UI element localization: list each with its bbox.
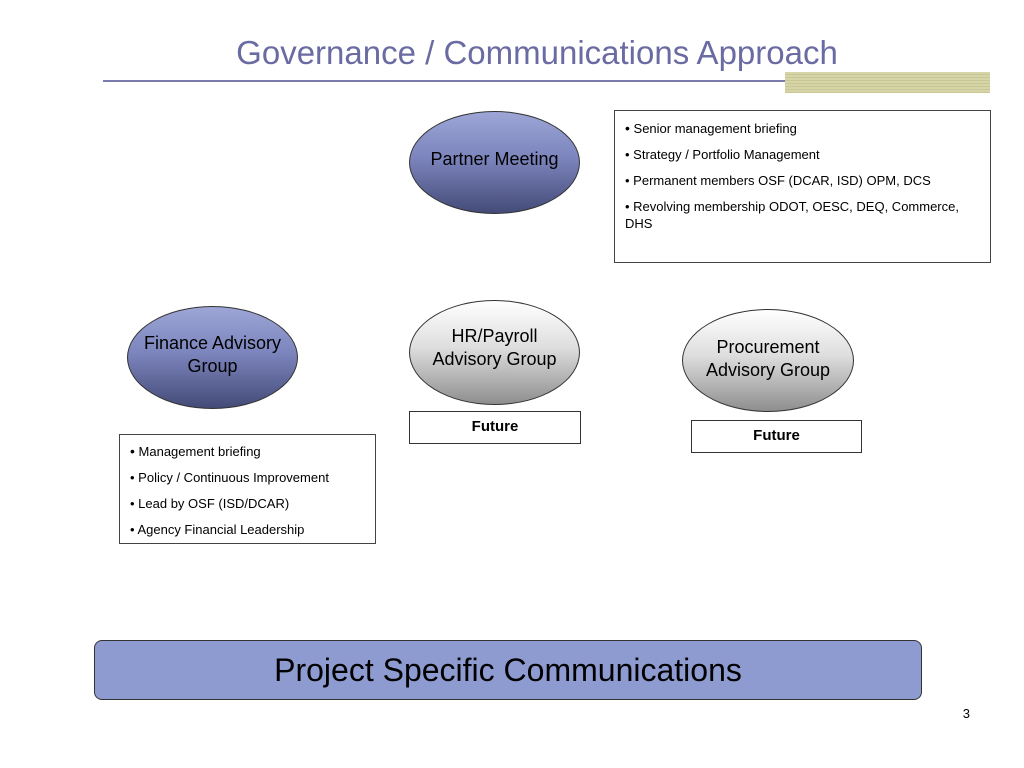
procurement-future-box: Future <box>691 420 862 453</box>
project-specific-communications-banner: Project Specific Communications <box>94 640 922 700</box>
list-item: • Agency Financial Leadership <box>130 522 305 537</box>
hr-payroll-future-box: Future <box>409 411 581 444</box>
list-item: • Senior management briefing <box>625 120 797 136</box>
procurement-advisory-node: Procurement Advisory Group <box>682 309 854 412</box>
page-number: 3 <box>962 706 970 721</box>
list-item: • Management briefing <box>130 443 261 459</box>
partner-meeting-node: Partner Meeting <box>409 111 580 214</box>
hr-payroll-advisory-node: HR/Payroll Advisory Group <box>409 300 580 405</box>
partner-meeting-label: Partner Meeting <box>430 149 559 169</box>
list-item: • Permanent members OSF (DCAR, ISD) OPM,… <box>625 173 931 188</box>
list-item: • Revolving membership ODOT, OESC, DEQ, … <box>625 199 959 231</box>
partner-meeting-notes: • Senior management briefing • Strategy … <box>614 110 991 263</box>
title-divider <box>103 80 989 82</box>
finance-advisory-label: Finance Advisory Group <box>143 332 282 376</box>
slide-title: Governance / Communications Approach <box>236 34 838 71</box>
finance-advisory-node: Finance Advisory Group <box>127 306 298 409</box>
list-item: • Lead by OSF (ISD/DCAR) <box>130 496 290 511</box>
title-accent-bar <box>785 72 990 93</box>
list-item: • Policy / Continuous Improvement <box>130 470 329 485</box>
banner-label: Project Specific Communications <box>274 651 742 688</box>
finance-advisory-notes: • Management briefing • Policy / Continu… <box>119 434 376 544</box>
procurement-advisory-label: Procurement Advisory Group <box>705 336 831 380</box>
hr-payroll-advisory-label: HR/Payroll Advisory Group <box>432 325 557 369</box>
list-item: • Strategy / Portfolio Management <box>625 147 820 162</box>
